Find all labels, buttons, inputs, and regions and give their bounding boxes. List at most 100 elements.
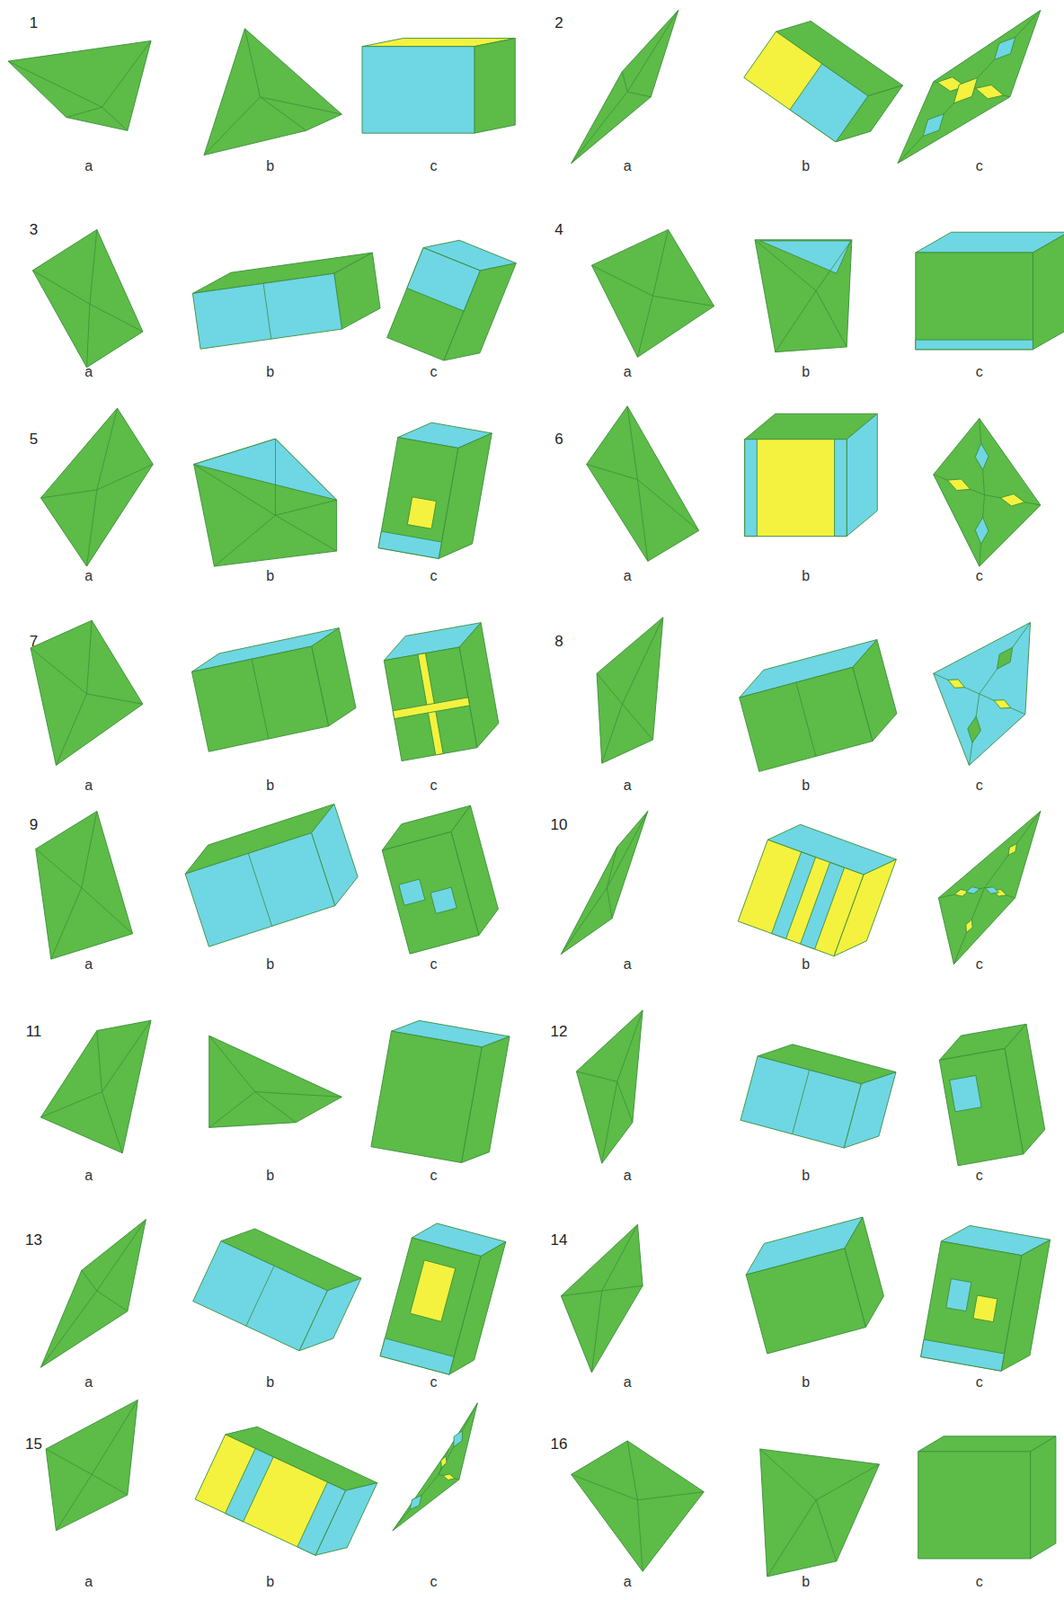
crystal-face [571,1440,705,1571]
crystal-face [921,1241,1022,1371]
crystal-face [362,46,475,133]
crystal-edge [637,479,699,532]
crystal-edge [81,887,133,934]
crystal-face [744,439,848,537]
crystal-drawing [192,252,381,349]
crystal-drawing [392,1402,478,1531]
figure-number: 16 [550,1436,568,1452]
crystal-edge [86,693,142,704]
crystal-face [571,9,679,163]
crystal-face [453,1430,463,1447]
crystal-edge [91,1399,138,1474]
crystal-edge [933,673,980,694]
crystal-face [8,40,151,131]
crystal-edge [66,106,103,117]
crystal-edge [30,647,87,694]
crystal-edge [560,887,607,955]
crystal-drawing [32,229,143,367]
panel-letter: a [623,778,632,793]
crystal-edge [263,283,272,339]
crystal-drawing [744,20,904,142]
crystal-drawing [40,407,153,567]
crystal-edge [953,887,985,965]
crystal-drawing [740,1044,896,1148]
crystal-face [596,617,664,763]
crystal-face [975,443,989,470]
crystal-drawing [560,1223,643,1373]
panel-letter: b [801,778,810,793]
panel-letter: b [266,1574,275,1589]
crystal-edge [81,1269,98,1291]
crystal-edge [91,1473,128,1495]
crystal-edge [560,1290,602,1296]
figure-number: 1 [29,14,38,30]
crystal-edge [602,1285,643,1291]
crystal-edge [102,40,151,107]
panel-letter: c [975,957,984,972]
crystal-edge [244,28,260,98]
crystal-face [185,833,336,948]
figure-number: 6 [554,431,563,447]
crystal-face [789,63,869,142]
crystal-face [297,1481,346,1555]
crystal-edge [596,673,622,704]
figure-number: 4 [554,221,563,238]
crystal-face [918,1451,1031,1559]
crystal-edge [979,693,1026,715]
crystal-face [739,666,873,772]
panel-letter: a [84,568,93,584]
crystal-edge [606,810,648,887]
crystal-edge [653,229,669,296]
crystal-drawing [191,628,356,753]
figure-number: 14 [550,1232,568,1248]
panel-letter: b [801,957,810,972]
crystal-face [993,700,1011,709]
crystal-edge [213,514,275,567]
crystal-drawing [383,622,499,762]
crystal-edge [89,229,98,304]
crystal-face [737,839,864,956]
crystal-edge [754,239,816,292]
panel-letter: a [84,1574,93,1589]
figure-number: 7 [29,632,38,648]
crystal-face [430,886,457,914]
crystal-edge [621,70,628,92]
crystal-drawing [560,810,648,954]
panel-letter: a [84,1168,93,1183]
panel-letter: b [266,1374,275,1390]
crystal-face [760,1448,880,1577]
crystal-face [30,620,143,765]
crystal-edge [606,846,617,887]
crystal-edge [760,1448,816,1500]
crystal-face [921,1338,1005,1371]
panel-letter: c [429,364,437,380]
crystal-edge [81,810,98,887]
crystal-face [392,1402,478,1531]
crystal-drawing [938,810,1041,964]
crystal-face [975,517,989,544]
crystal-edge [45,1448,92,1474]
panel-letter: b [266,568,275,584]
figure-number: 11 [26,1022,43,1038]
crystal-edge [274,438,276,515]
crystal-drawing [586,406,700,562]
crystal-edge [40,1290,97,1367]
crystal-edge [97,407,118,490]
crystal-edge [203,97,260,156]
crystal-drawing [40,1019,151,1153]
crystal-edge [653,295,715,306]
crystal-edge [767,1499,816,1577]
panel-letter: b [266,1168,275,1183]
crystal-edge [571,1473,639,1499]
crystal-edge [102,1019,151,1091]
panel-letter: a [623,1574,632,1589]
crystal-drawing [30,620,143,765]
panel-letter: c [975,778,984,793]
crystal-edge [637,295,653,357]
crystal-drawing [571,9,679,163]
crystal-face [194,438,337,500]
crystal-face [399,878,426,905]
crystal-edge [621,703,653,740]
panel-letter: b [801,364,810,380]
